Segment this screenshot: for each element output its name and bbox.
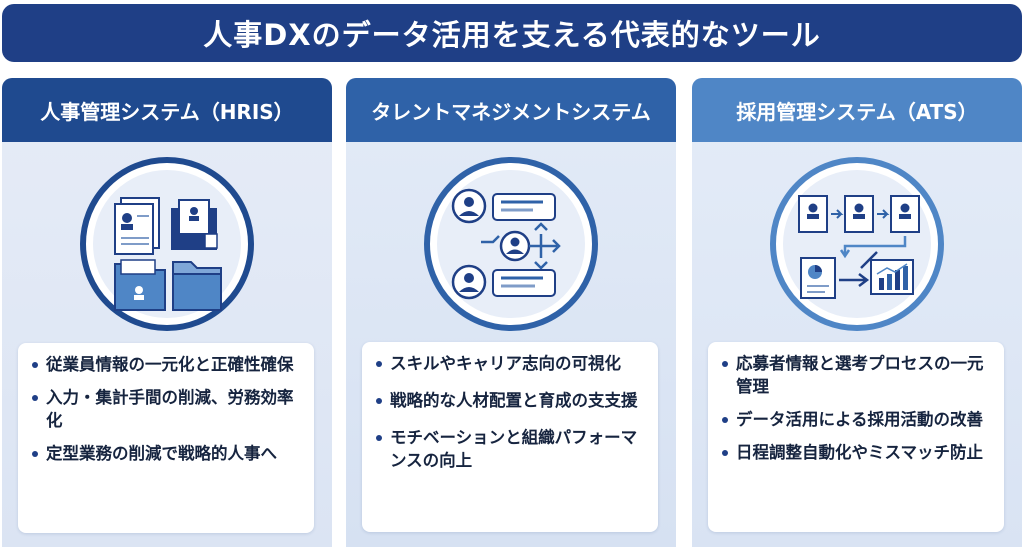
documents-folders-icon: [80, 157, 254, 331]
list-item: 戦略的な人材配置と育成の支支援: [374, 389, 646, 412]
sparkle-icon: [975, 500, 999, 524]
list-item: 応募者情報と選考プロセスの一元管理: [720, 352, 992, 398]
list-item: データ活用による採用活動の改善: [720, 408, 992, 431]
recruitment-flow-icon: [770, 157, 944, 331]
panel-header: 人事管理システム（HRIS）: [2, 78, 332, 142]
list-item: 従業員情報の一元化と正確性確保: [30, 353, 302, 376]
benefits-card: 従業員情報の一元化と正確性確保 入力・集計手間の削減、労務効率化 定型業務の削減…: [18, 343, 314, 533]
benefits-card: スキルやキャリア志向の可視化 戦略的な人材配置と育成の支支援 モチベーションと組…: [362, 342, 658, 532]
panel-talent-management: タレントマネジメントシステム スキルやキャリア志向の可視化 戦略的な人材配置と育…: [346, 78, 676, 547]
panel-hris: 人事管理システム（HRIS） 従業員情報の一元化と正確性確保 入力・集計手間の削…: [2, 78, 332, 547]
panel-header: 採用管理システム（ATS）: [692, 78, 1022, 142]
benefits-card: 応募者情報と選考プロセスの一元管理 データ活用による採用活動の改善 日程調整自動…: [708, 342, 1004, 532]
title-bar: 人事DXのデータ活用を支える代表的なツール: [2, 4, 1022, 62]
panel-ats: 採用管理システム（ATS） 応募者情報と: [692, 78, 1022, 547]
list-item: 日程調整自動化やミスマッチ防止: [720, 441, 992, 464]
panel-header: タレントマネジメントシステム: [346, 78, 676, 142]
page-title: 人事DXのデータ活用を支える代表的なツール: [203, 18, 821, 52]
list-item: 入力・集計手間の削減、労務効率化: [30, 386, 302, 432]
talent-network-icon: [424, 157, 598, 331]
list-item: スキルやキャリア志向の可視化: [374, 352, 646, 375]
list-item: 定型業務の削減で戦略的人事へ: [30, 442, 302, 465]
list-item: モチベーションと組織パフォーマンスの向上: [374, 426, 646, 472]
